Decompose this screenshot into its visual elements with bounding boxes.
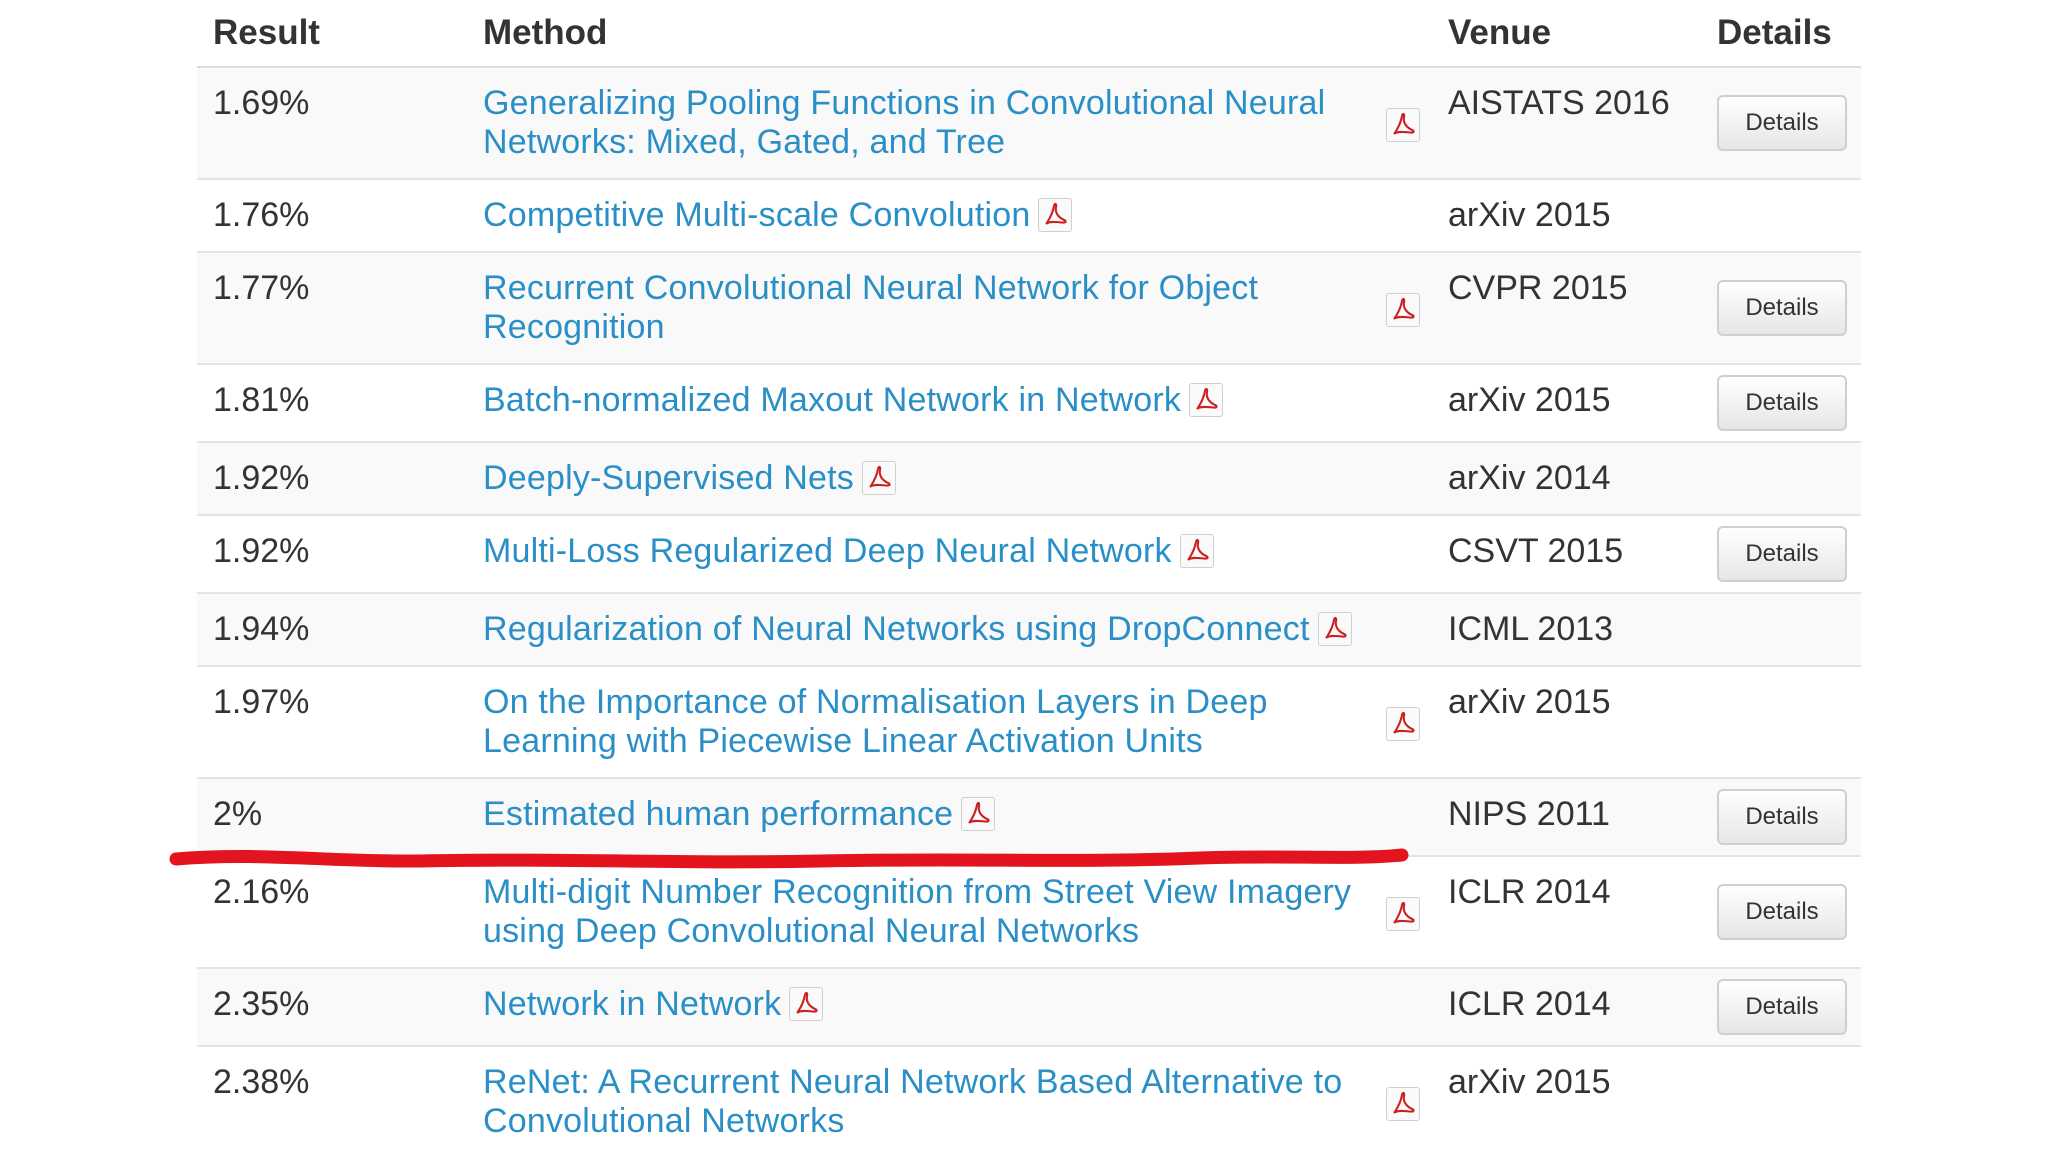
method-link[interactable]: Deeply-Supervised Nets [483, 459, 855, 497]
method-link[interactable]: On the Importance of Normalisation Layer… [483, 683, 1268, 760]
table-row: 2.35% Network in Network ICLR 2014 Details [197, 968, 1861, 1047]
method-link[interactable]: Competitive Multi-scale Convolution [483, 196, 1031, 234]
pdf-icon[interactable] [789, 987, 824, 1021]
table-row: 1.81% Batch-normalized Maxout Network in … [197, 364, 1861, 443]
details-cell: Details [1701, 515, 1861, 594]
venue-value: AISTATS 2016 [1432, 67, 1701, 180]
details-button[interactable]: Details [1717, 375, 1847, 431]
pdf-icon[interactable] [961, 797, 996, 831]
table-body: 1.69%Generalizing Pooling Functions in C… [197, 67, 1861, 1152]
table-row: 1.92% Deeply-Supervised Nets arXiv 2014 [197, 442, 1861, 516]
method-link[interactable]: Multi-digit Number Recognition from Stre… [483, 873, 1352, 950]
details-cell: Details [1701, 778, 1861, 857]
header-details: Details [1701, 0, 1861, 68]
method-link[interactable]: Generalizing Pooling Functions in Convol… [483, 84, 1326, 161]
result-value: 1.69% [197, 67, 467, 180]
result-value: 2.16% [197, 856, 467, 969]
pdf-icon[interactable] [1038, 198, 1073, 232]
details-cell: Details [1701, 968, 1861, 1047]
venue-value: CVPR 2015 [1432, 252, 1701, 365]
header-result: Result [197, 0, 467, 68]
details-cell: Details [1701, 856, 1861, 969]
result-value: 2.35% [197, 968, 467, 1047]
pdf-icon[interactable] [1179, 534, 1214, 568]
table-row: 1.92% Multi-Loss Regularized Deep Neural … [197, 515, 1861, 594]
method-link[interactable]: Network in Network [483, 985, 782, 1023]
venue-value: arXiv 2015 [1432, 179, 1701, 253]
method-cell: Batch-normalized Maxout Network in Netwo… [467, 364, 1432, 443]
method-cell: Multi-Loss Regularized Deep Neural Netwo… [467, 515, 1432, 594]
pdf-icon[interactable] [1386, 897, 1420, 931]
table-row: 2.16%Multi-digit Number Recognition from… [197, 856, 1861, 969]
table-row: 1.69%Generalizing Pooling Functions in C… [197, 67, 1861, 180]
details-button[interactable]: Details [1717, 884, 1847, 940]
venue-value: NIPS 2011 [1432, 778, 1701, 857]
result-value: 1.76% [197, 179, 467, 253]
method-link[interactable]: Recurrent Convolutional Neural Network f… [483, 269, 1259, 346]
method-cell: Competitive Multi-scale Convolution [467, 179, 1432, 253]
details-button[interactable]: Details [1717, 979, 1847, 1035]
details-cell [1701, 442, 1861, 516]
header-venue: Venue [1432, 0, 1701, 68]
venue-value: arXiv 2015 [1432, 666, 1701, 779]
venue-value: arXiv 2015 [1432, 1046, 1701, 1152]
pdf-icon[interactable] [1386, 707, 1420, 741]
details-cell: Details [1701, 252, 1861, 365]
method-cell: ReNet: A Recurrent Neural Network Based … [467, 1046, 1432, 1152]
table-row: 1.97%On the Importance of Normalisation … [197, 666, 1861, 779]
result-value: 1.97% [197, 666, 467, 779]
details-cell: Details [1701, 364, 1861, 443]
method-cell: Regularization of Neural Networks using … [467, 593, 1432, 667]
method-link[interactable]: Estimated human performance [483, 795, 954, 833]
pdf-icon[interactable] [1386, 108, 1420, 142]
result-value: 1.81% [197, 364, 467, 443]
method-link[interactable]: Multi-Loss Regularized Deep Neural Netwo… [483, 532, 1172, 570]
method-link[interactable]: Batch-normalized Maxout Network in Netwo… [483, 381, 1182, 419]
venue-value: ICLR 2014 [1432, 856, 1701, 969]
details-cell [1701, 666, 1861, 779]
method-cell: Generalizing Pooling Functions in Convol… [467, 67, 1432, 180]
table-row: 1.94% Regularization of Neural Networks u… [197, 593, 1861, 667]
details-button[interactable]: Details [1717, 280, 1847, 336]
details-button[interactable]: Details [1717, 526, 1847, 582]
result-value: 2.38% [197, 1046, 467, 1152]
result-value: 2% [197, 778, 467, 857]
details-cell [1701, 1046, 1861, 1152]
method-cell: Estimated human performance [467, 778, 1432, 857]
table-row: 2.38%ReNet: A Recurrent Neural Network B… [197, 1046, 1861, 1152]
pdf-icon[interactable] [1317, 612, 1352, 646]
header-method: Method [467, 0, 1432, 68]
method-link[interactable]: Regularization of Neural Networks using … [483, 610, 1310, 648]
table-header-row: Result Method Venue Details [197, 0, 1861, 68]
result-value: 1.92% [197, 515, 467, 594]
method-cell: Deeply-Supervised Nets [467, 442, 1432, 516]
table-row: 2% Estimated human performance NIPS 2011 De… [197, 778, 1861, 857]
pdf-icon[interactable] [1386, 293, 1420, 327]
venue-value: ICML 2013 [1432, 593, 1701, 667]
details-cell [1701, 593, 1861, 667]
method-cell: Multi-digit Number Recognition from Stre… [467, 856, 1432, 969]
pdf-icon[interactable] [1189, 383, 1224, 417]
result-value: 1.77% [197, 252, 467, 365]
table-row: 1.76% Competitive Multi-scale Convolution… [197, 179, 1861, 253]
result-value: 1.92% [197, 442, 467, 516]
venue-value: arXiv 2015 [1432, 364, 1701, 443]
table-row: 1.77%Recurrent Convolutional Neural Netw… [197, 252, 1861, 365]
method-link[interactable]: ReNet: A Recurrent Neural Network Based … [483, 1063, 1343, 1140]
pdf-icon[interactable] [1386, 1087, 1420, 1121]
details-button[interactable]: Details [1717, 95, 1847, 151]
details-cell [1701, 179, 1861, 253]
venue-value: ICLR 2014 [1432, 968, 1701, 1047]
details-button[interactable]: Details [1717, 789, 1847, 845]
method-cell: On the Importance of Normalisation Layer… [467, 666, 1432, 779]
method-cell: Recurrent Convolutional Neural Network f… [467, 252, 1432, 365]
method-cell: Network in Network [467, 968, 1432, 1047]
results-table: Result Method Venue Details 1.69%General… [197, 0, 1861, 1152]
result-value: 1.94% [197, 593, 467, 667]
venue-value: arXiv 2014 [1432, 442, 1701, 516]
details-cell: Details [1701, 67, 1861, 180]
venue-value: CSVT 2015 [1432, 515, 1701, 594]
pdf-icon[interactable] [862, 461, 897, 495]
